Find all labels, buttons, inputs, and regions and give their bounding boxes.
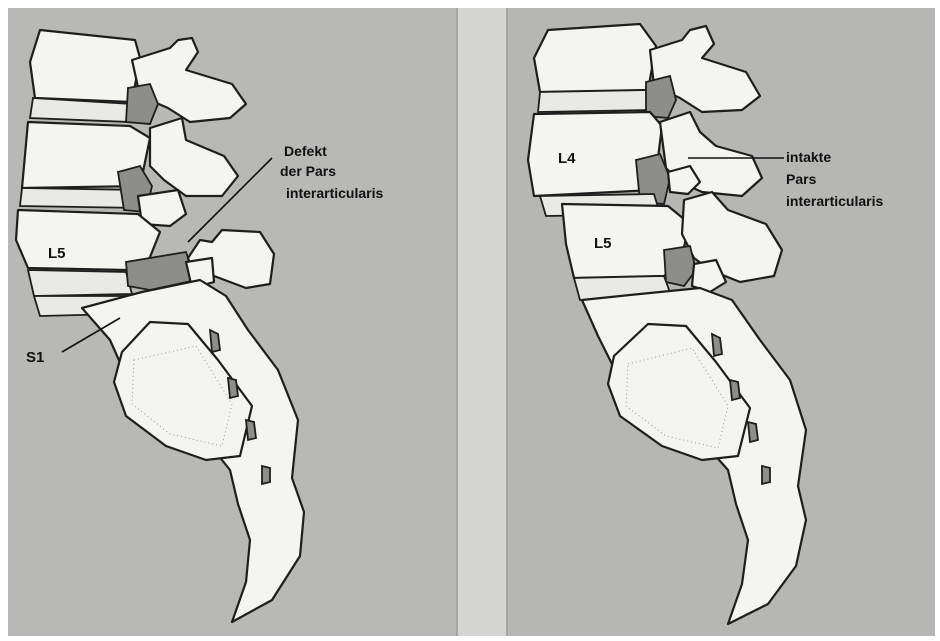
- right-intact-label-line2: Pars: [786, 171, 817, 187]
- left-defect-label-line2: der Pars: [280, 163, 336, 179]
- right-sacral-foramen-4: [762, 466, 770, 484]
- left-sacral-foramen-4: [262, 466, 270, 484]
- right-sacral-foramen-1: [712, 334, 722, 356]
- left-s1-label: S1: [26, 349, 44, 366]
- left-defect-label-line1: Defekt: [284, 143, 327, 159]
- right-l5-label: L5: [594, 235, 612, 252]
- left-l3-foramen: [126, 84, 158, 124]
- left-l3-body: [30, 30, 140, 102]
- left-sacral-foramen-1: [210, 330, 220, 352]
- right-intact-label-line1: intakte: [786, 149, 831, 165]
- right-l4-label: L4: [558, 150, 576, 167]
- right-sacral-foramen-2: [730, 380, 740, 400]
- right-l3-l4-disc: [538, 90, 652, 112]
- right-intact-label-line3: interarticularis: [786, 193, 883, 209]
- right-l3-body: [534, 24, 656, 92]
- right-sacral-foramen-3: [748, 422, 758, 442]
- left-sacral-foramen-2: [228, 378, 238, 398]
- left-defect-label-line3: interarticularis: [286, 185, 383, 201]
- left-sacral-foramen-3: [246, 420, 256, 440]
- panel-divider: [457, 8, 507, 636]
- left-l5-s1-disc: [28, 270, 132, 296]
- left-l5-label: L5: [48, 245, 66, 262]
